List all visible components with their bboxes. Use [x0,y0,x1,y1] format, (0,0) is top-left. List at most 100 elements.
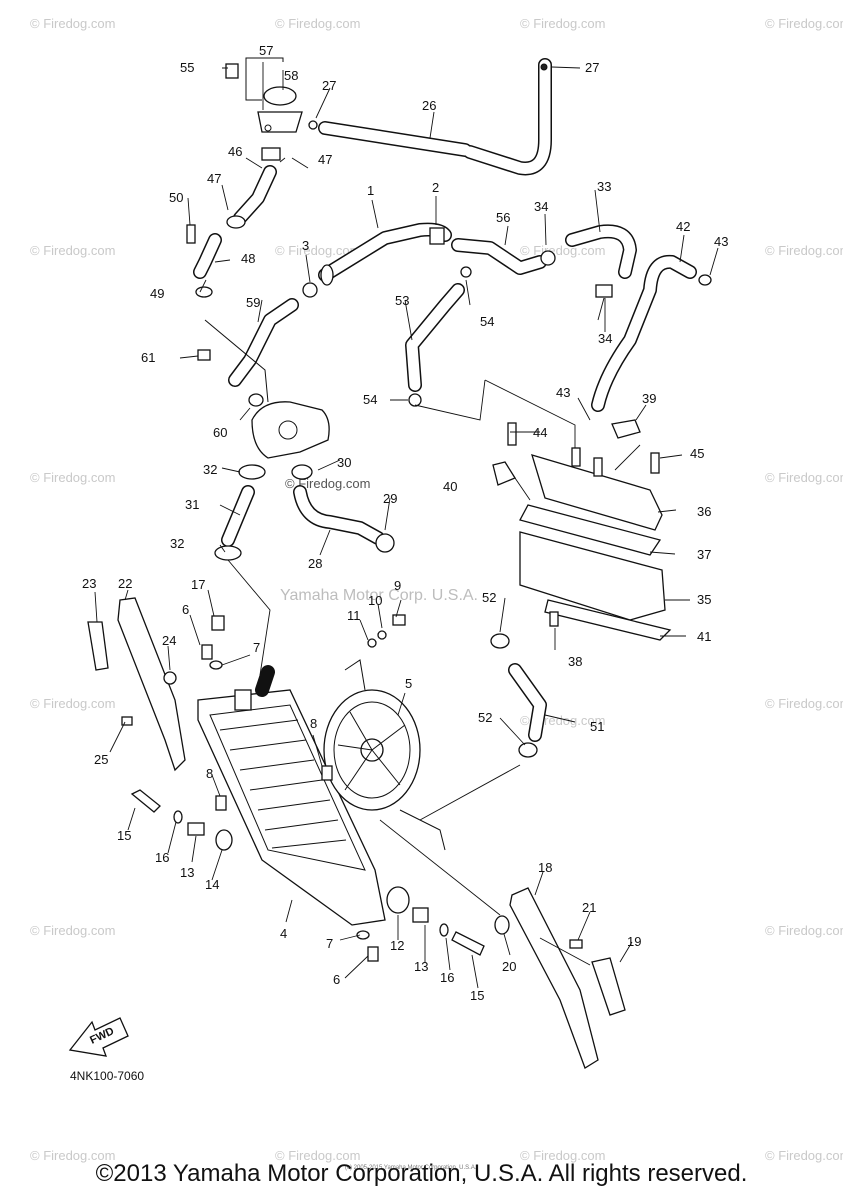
guide-line [614,444,641,471]
watermark: © Firedog.com [30,923,115,938]
part-label-9: 9 [394,578,401,593]
filler-neck-57 [257,111,303,133]
hose-51 [509,664,546,741]
watermark: © Firedog.com [520,1148,605,1163]
o-ring-60 [248,393,264,407]
radiator-inlet [255,665,275,697]
part-label-12: 12 [390,938,404,953]
hose-56 [452,239,546,274]
fan-blades [337,711,406,791]
clamp-34 [595,284,613,298]
collar-20 [494,915,510,935]
nut-11 [367,638,377,648]
collar-24 [163,671,177,685]
part-label-32: 32 [203,462,217,477]
bracket-18 [509,887,599,1069]
part-label-2: 2 [432,180,439,195]
o-ring-49 [195,286,213,298]
fitting-36 [571,447,581,467]
bolt-9 [392,614,406,626]
part-label-53: 53 [395,293,409,308]
washer-10 [377,630,387,640]
guide-line [414,379,486,421]
washer-7 [356,930,370,940]
washer-16 [439,923,449,937]
part-label-40: 40 [443,479,457,494]
guide-line [419,764,521,821]
fine-print: (c) 2005-2015 Yamaha Motor Corporation, … [345,1165,477,1171]
clamp-47 [261,147,281,161]
part-label-22: 22 [118,576,132,591]
part-label-31: 31 [185,497,199,512]
part-label-13: 13 [180,865,194,880]
grommet-12 [386,886,410,914]
part-label-50: 50 [169,190,183,205]
guide-line [484,379,576,448]
watermark: © Firedog.com [285,476,370,491]
watermark: © Firedog.com [30,470,115,485]
hose-46 [234,166,276,224]
bolt-55 [225,63,239,79]
hose-end-1 [320,264,334,286]
part-label-23: 23 [82,576,96,591]
bracket-57 [245,62,262,101]
part-label-8: 8 [310,716,317,731]
hose-59 [229,299,298,386]
bolt-38 [549,611,559,627]
watermark: © Firedog.com [275,16,360,31]
fitting-36 [593,457,603,477]
clamp-32 [214,545,242,561]
washer-7 [209,660,223,670]
bolt-15 [451,931,485,956]
watermark: © Firedog.com [520,243,605,258]
part-label-7: 7 [326,936,333,951]
bracket-39 [611,419,641,439]
watermark: © Firedog.com [765,696,843,711]
part-label-18: 18 [538,860,552,875]
part-label-28: 28 [308,556,322,571]
cooling-fan-5 [333,701,411,799]
clamp-52 [490,633,510,649]
cover-36 [531,454,663,531]
part-label-6: 6 [182,602,189,617]
watermark: © Firedog.com [765,470,843,485]
watermark: © Firedog.com [765,1148,843,1163]
bracket-22 [117,597,186,772]
clip-8 [321,765,333,781]
bolt-45 [650,452,660,474]
clip-8 [215,795,227,811]
clamp-2 [429,227,445,245]
part-label-8: 8 [206,766,213,781]
part-label-61: 61 [141,350,155,365]
clamp-29 [375,533,395,553]
watermark: © Firedog.com [30,696,115,711]
pad-19 [591,957,626,1016]
part-label-14: 14 [205,877,219,892]
part-label-42: 42 [676,219,690,234]
clamp-30 [291,464,313,480]
part-label-34: 34 [534,199,548,214]
part-label-1: 1 [367,183,374,198]
watermark: © Firedog.com [30,1148,115,1163]
part-label-54: 54 [480,314,494,329]
part-label-49: 49 [150,286,164,301]
part-label-38: 38 [568,654,582,669]
copyright-notice: ©2013 Yamaha Motor Corporation, U.S.A. A… [95,1160,748,1187]
part-label-36: 36 [697,504,711,519]
clamp-54 [460,266,472,278]
filler-neck-57 [264,124,272,132]
part-label-47: 47 [207,171,221,186]
housing-35 [519,531,666,621]
grommet-17 [211,615,225,631]
part-label-24: 24 [162,633,176,648]
gasket-37 [519,504,662,556]
thermostat-housing [278,420,298,440]
watermark: © Firedog.com [765,16,843,31]
grommet-14 [215,829,233,851]
drawing: FWD [68,57,719,1069]
collar-13 [187,822,205,836]
bolt-61 [197,349,211,361]
part-label-20: 20 [502,959,516,974]
part-label-39: 39 [642,391,656,406]
